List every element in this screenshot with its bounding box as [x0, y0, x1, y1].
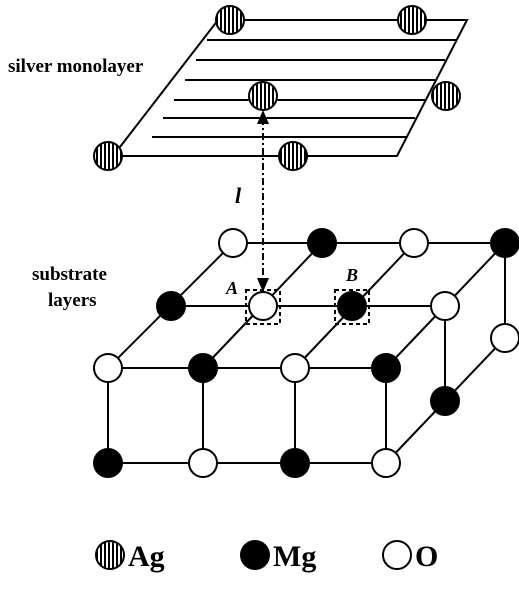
o-atom-site-a	[248, 291, 278, 321]
ag-atom	[215, 5, 245, 35]
mg-atom	[93, 448, 123, 478]
mg-atom	[156, 291, 186, 321]
legend: Ag Mg O	[95, 540, 438, 573]
ag-atom	[93, 141, 123, 171]
o-atom	[371, 448, 401, 478]
arrow-head-down	[257, 278, 269, 292]
ag-atom	[397, 5, 427, 35]
o-atom	[430, 291, 460, 321]
substrate-atoms	[93, 228, 519, 478]
legend-o-swatch	[382, 540, 412, 570]
arrow-head-up	[257, 110, 269, 124]
o-atom	[188, 448, 218, 478]
ag-atoms	[93, 5, 461, 171]
substrate-bonds	[107, 242, 506, 464]
mg-atom	[188, 353, 218, 383]
substrate-label-line2: layers	[48, 290, 97, 311]
site-a-label: A	[225, 278, 238, 298]
legend-mg-label: Mg	[273, 540, 316, 573]
o-atom	[93, 353, 123, 383]
legend-mg-swatch	[240, 540, 270, 570]
o-atom	[280, 353, 310, 383]
mg-atom-site-b	[337, 291, 367, 321]
site-b-label: B	[345, 265, 358, 285]
substrate-label-line1: substrate	[32, 264, 107, 285]
o-atom	[399, 228, 429, 258]
legend-ag-swatch	[95, 540, 125, 570]
ag-atom	[278, 141, 308, 171]
mg-atom	[280, 448, 310, 478]
site-a-box	[245, 289, 281, 325]
legend-ag-label: Ag	[128, 540, 165, 573]
mg-atom	[307, 228, 337, 258]
mg-atom	[371, 353, 401, 383]
silver-monolayer-plane	[110, 19, 469, 157]
o-atom	[490, 323, 519, 353]
silver-monolayer-label: silver monolayer	[8, 56, 144, 77]
o-atom	[218, 228, 248, 258]
legend-o-label: O	[415, 540, 438, 573]
ag-atom	[431, 81, 461, 111]
distance-label: l	[235, 183, 242, 208]
mg-atom	[430, 386, 460, 416]
mg-atom	[490, 228, 519, 258]
ag-atom	[248, 81, 278, 111]
site-b-box	[334, 289, 370, 325]
